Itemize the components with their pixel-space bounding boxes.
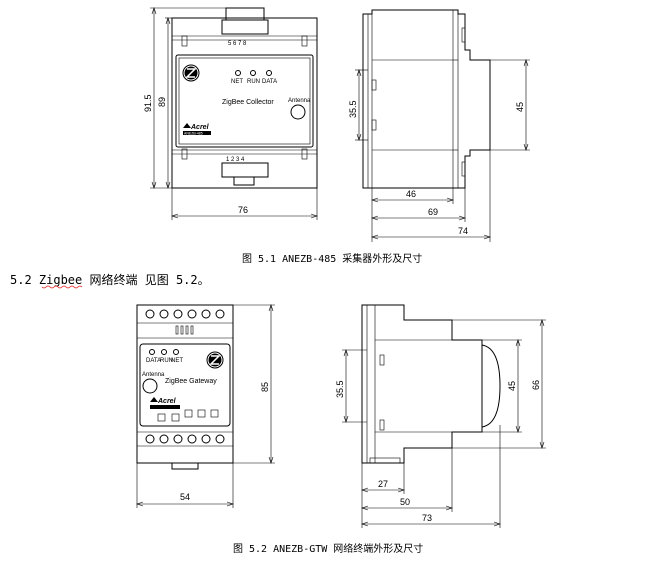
fig2-side-outline [361, 304, 483, 464]
section-heading-rest: 网络终端 见图 5.2。 [82, 272, 209, 287]
fig1-led-label-run: RUN [247, 79, 260, 85]
fig1-dim-depth-3: 74 [458, 226, 468, 236]
fig1-top-terminal-numbers: 5 6 7 8 [228, 41, 247, 47]
fig1-bottom-terminal-numbers: 1 2 3 4 [226, 157, 245, 163]
fig1-faceplate [175, 54, 314, 148]
fig2-led-label-run: RUN [160, 358, 173, 364]
section-heading-word: Zigbee [39, 273, 82, 287]
fig2-dim-height: 85 [260, 382, 270, 392]
fig1-led-run [250, 70, 256, 76]
fig1-dim-depth-2: 69 [428, 207, 438, 217]
fig1-antenna-icon [290, 104, 306, 120]
acrel-logo-icon [183, 123, 191, 128]
fig2-front-view: DATA RUN NET Antenna ZigBee Gateway Acre… [136, 304, 275, 508]
fig2-led-label-net: NET [171, 358, 183, 364]
fig1-front-view: 5 6 7 8 NET RUN DATA ZigBee Collector An… [143, 7, 318, 220]
fig1-dim-depth-1: 46 [406, 189, 416, 199]
fig2-dim-depth-1: 27 [378, 479, 388, 489]
fig1-side-outline [362, 9, 491, 189]
fig1-front-outline [171, 17, 318, 189]
fig2-dim-width: 54 [180, 492, 190, 502]
fig2-brand: Acrel [157, 398, 177, 405]
fig2-antenna-label: Antenna [142, 372, 165, 378]
fig2-dim-side-height: 35.5 [335, 380, 345, 398]
fig1-dim-height-body: 89 [157, 97, 167, 107]
section-heading-prefix: 5.2 [10, 273, 39, 287]
fig2-dim-side-inner: 45 [507, 381, 517, 391]
acrel-logo-icon [150, 397, 158, 402]
fig1-led-data [266, 70, 272, 76]
fig2-antenna-icon [142, 378, 158, 394]
fig2-dim-side-outer: 66 [531, 380, 541, 390]
fig2-led-run [161, 349, 167, 355]
fig1-dim-width: 76 [238, 205, 248, 215]
fig1-dim-height-overall: 91.5 [143, 94, 153, 112]
fig2-dim-depth-3: 73 [422, 513, 432, 523]
fig2-faceplate [139, 343, 231, 427]
fig2-led-label-data: DATA [146, 358, 161, 364]
fig1-led-net [235, 70, 241, 76]
fig2-dim-depth-2: 50 [400, 497, 410, 507]
fig1-model-tag: ANEZB-485 [184, 131, 203, 135]
fig2-side-bulge [481, 344, 501, 428]
fig1-led-label-data: DATA [262, 79, 277, 85]
fig2-led-net [173, 349, 179, 355]
fig1-dim-side-height-right: 45 [515, 102, 525, 112]
fig2-device-name: ZigBee Gateway [165, 378, 217, 385]
fig1-device-name: ZigBee Collector [222, 99, 274, 106]
fig2-led-data [149, 349, 155, 355]
fig1-side-view: 35.5 45 46 69 74 [348, 9, 530, 242]
section-heading: 5.2 Zigbee 网络终端 见图 5.2。 [10, 272, 210, 287]
fig1-caption: 图 5.1 ANEZB-485 采集器外形及尺寸 [242, 252, 422, 265]
fig1-antenna-label: Antenna [288, 98, 311, 104]
fig1-brand: Acrel [190, 124, 210, 131]
fig2-caption: 图 5.2 ANEZB-GTW 网络终端外形及尺寸 [233, 542, 423, 555]
spellcheck-underline [41, 285, 83, 289]
fig2-side-view: 35.5 45 66 27 50 73 [335, 304, 546, 528]
fig1-led-label-net: NET [231, 79, 243, 85]
fig1-dim-side-height: 35.5 [348, 100, 358, 118]
